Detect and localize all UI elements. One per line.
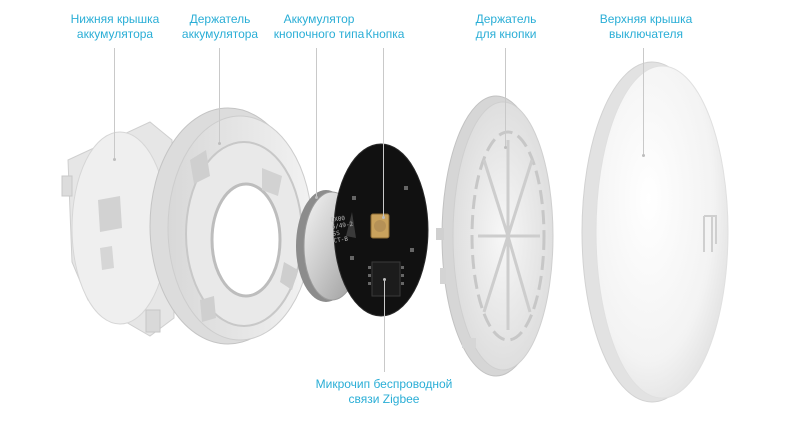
leader-zigbee-chip xyxy=(384,280,385,372)
leader-dot-bottom-cover xyxy=(113,158,116,161)
button-holder-part xyxy=(436,95,554,377)
leader-dot-battery-holder xyxy=(218,142,221,145)
bottom-cover-part xyxy=(61,121,175,337)
label-battery-holder: Держатель аккумулятора xyxy=(170,12,270,42)
label-top-cover-line-1: Верхняя крышка xyxy=(599,12,693,26)
leader-dot-top-cover xyxy=(642,154,645,157)
label-button-line-1: Кнопка xyxy=(365,27,405,41)
leader-battery-holder xyxy=(219,48,220,144)
leader-coin-battery xyxy=(316,48,317,198)
label-bottom-cover-line-2: аккумулятора xyxy=(76,27,154,41)
label-coin-battery-line-1: Аккумулятор xyxy=(283,12,355,26)
label-coin-battery-line-2: кнопочного типа xyxy=(273,27,365,41)
label-button-holder: Держатель для кнопки xyxy=(460,12,552,42)
label-top-cover: Верхняя крышка выключателя xyxy=(590,12,702,42)
leader-dot-button xyxy=(382,216,385,219)
label-button-holder-line-2: для кнопки xyxy=(475,27,537,41)
label-coin-battery: Аккумулятор кнопочного типа xyxy=(266,12,372,42)
label-top-cover-line-2: выключателя xyxy=(609,27,683,41)
leader-dot-zigbee-chip xyxy=(383,278,386,281)
label-bottom-cover: Нижняя крышка аккумулятора xyxy=(56,12,174,42)
label-button-holder-line-1: Держатель xyxy=(475,12,537,26)
label-zigbee-chip-line-2: связи Zigbee xyxy=(348,392,420,406)
top-cover-part xyxy=(581,61,729,403)
pcb-part xyxy=(333,143,429,317)
leader-bottom-cover xyxy=(114,48,115,160)
leader-dot-coin-battery xyxy=(315,196,318,199)
leader-top-cover xyxy=(643,48,644,156)
label-battery-holder-line-2: аккумулятора xyxy=(181,27,259,41)
label-zigbee-chip-line-1: Микрочип беспроводной xyxy=(315,377,453,391)
leader-button xyxy=(383,48,384,218)
pcb-marking: DX00 6/49-2 SS CT-B xyxy=(330,211,374,245)
leader-button-holder xyxy=(505,48,506,148)
label-button: Кнопка xyxy=(362,27,408,42)
label-bottom-cover-line-1: Нижняя крышка xyxy=(70,12,160,26)
label-battery-holder-line-1: Держатель xyxy=(189,12,251,26)
leader-dot-button-holder xyxy=(504,146,507,149)
battery-holder-part xyxy=(149,107,313,345)
label-zigbee-chip: Микрочип беспроводной связи Zigbee xyxy=(304,377,464,407)
